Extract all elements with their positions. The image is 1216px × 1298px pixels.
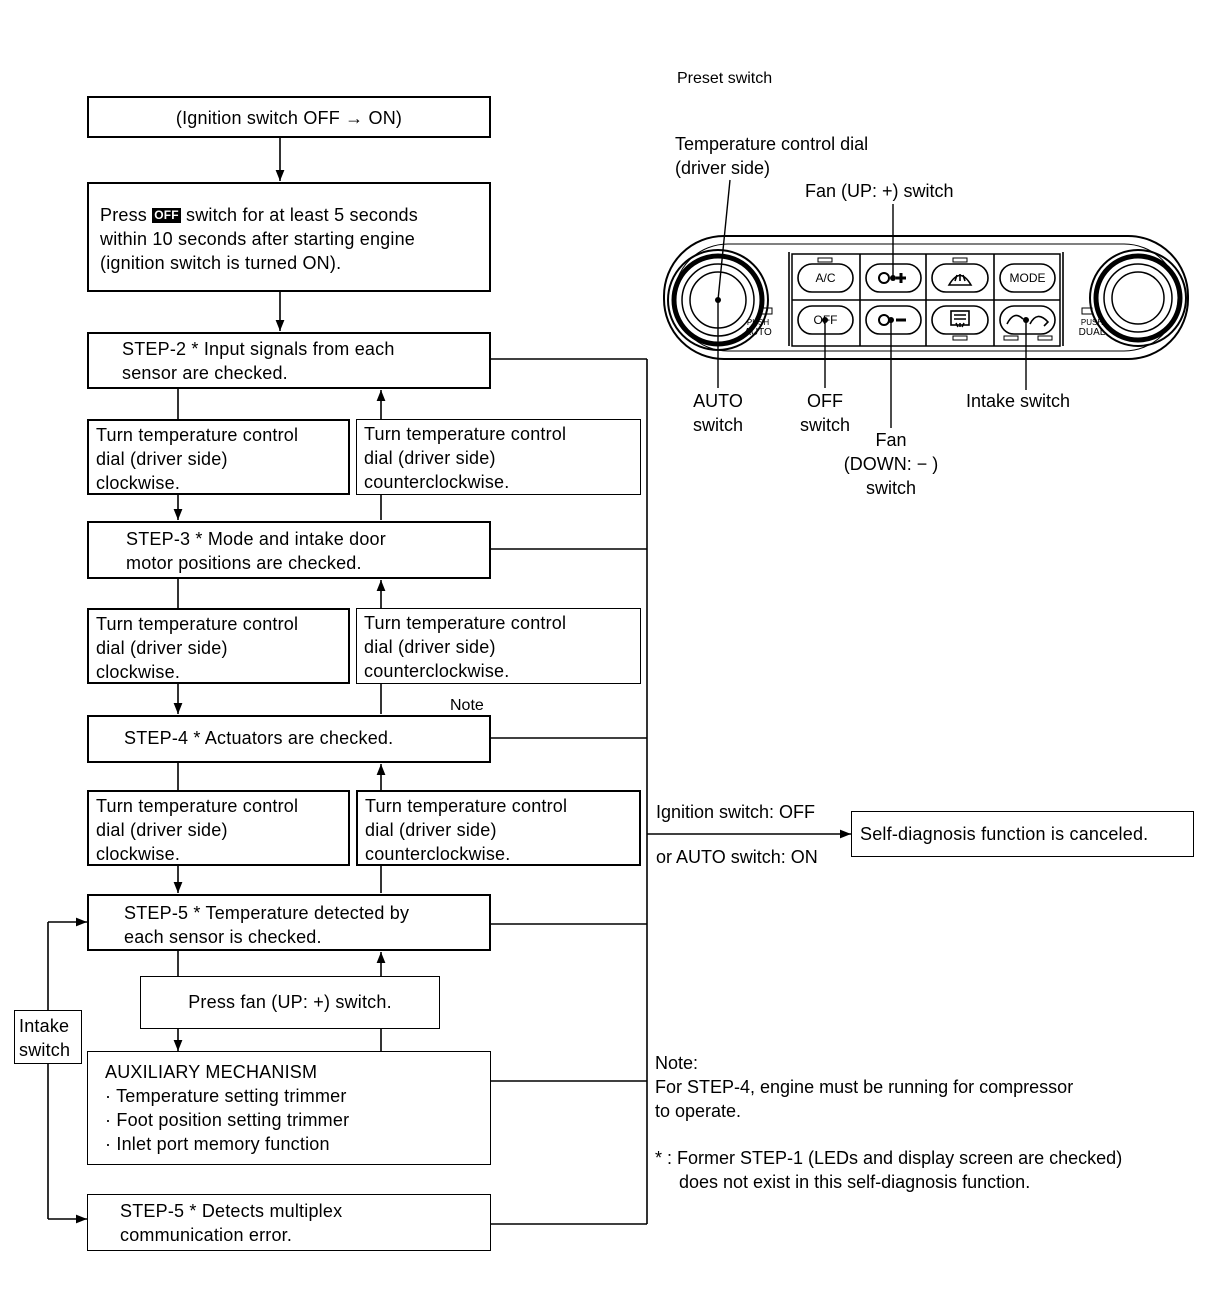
preset-switch-title: Preset switch — [677, 70, 773, 87]
push-auto-label: PUSH AUTO — [744, 318, 772, 338]
fan-down-label: Fan (DOWN: − ) switch — [843, 430, 939, 498]
ac-control-panel — [663, 235, 1189, 360]
turn-ccw-box-3: Turn temperature control dial (driver si… — [356, 790, 641, 866]
push-dual-label: PUSH DUAL — [1078, 318, 1106, 338]
rear-defrost-key — [931, 305, 989, 335]
turn-ccw-box-1: Turn temperature control dial (driver si… — [356, 419, 641, 495]
off-switch-label: OFF switch — [799, 391, 850, 435]
rear-defrost-icon — [950, 310, 970, 328]
intake-switch-label: Intake switch — [14, 1010, 82, 1064]
mode-key-label: MODE — [1009, 271, 1046, 285]
step5-box: STEP-5 * Temperature detected by each se… — [87, 894, 491, 951]
intake-key — [999, 305, 1056, 335]
start-box: (Ignition switch OFF → ON) — [87, 96, 491, 138]
ac-key — [797, 263, 854, 293]
intake-recirc-icon — [1006, 314, 1050, 327]
fan-down-key — [865, 305, 922, 335]
mode-key — [999, 263, 1056, 293]
step3-box: STEP-3 * Mode and intake door motor posi… — [87, 521, 491, 579]
footnote-line-1: * : Former STEP-1 (LEDs and display scre… — [655, 1148, 1123, 1168]
aux-mechanism-box: AUXILIARY MECHANISM · Temperature settin… — [87, 1051, 491, 1165]
auto-switch-label: AUTO switch — [692, 391, 743, 435]
self-diagnosis-canceled-box: Self-diagnosis function is canceled. — [851, 811, 1194, 857]
turn-cw-box-3: Turn temperature control dial (driver si… — [87, 790, 350, 866]
step5-multiplex-box: STEP-5 * Detects multiplex communication… — [87, 1194, 491, 1251]
footnote-line-2: does not exist in this self-diagnosis fu… — [679, 1172, 1031, 1192]
intake-switch-callout: Intake switch — [966, 391, 1071, 411]
cancel-condition-1: Ignition switch: OFF — [656, 802, 816, 822]
ac-key-label: A/C — [815, 271, 836, 285]
step4-box: STEP-4 * Actuators are checked. — [87, 715, 491, 763]
press-fan-box: Press fan (UP: +) switch. — [140, 976, 440, 1029]
fan-up-icon — [878, 272, 906, 284]
defrost-key — [931, 263, 989, 293]
temp-dial-label: Temperature control dial (driver side) — [675, 134, 869, 178]
turn-ccw-box-2: Turn temperature control dial (driver si… — [356, 608, 641, 684]
fan-up-label: Fan (UP: +) switch — [805, 181, 954, 201]
turn-cw-box-1: Turn temperature control dial (driver si… — [87, 419, 350, 495]
turn-cw-box-2: Turn temperature control dial (driver si… — [87, 608, 350, 684]
step2-box: STEP-2 * Input signals from each sensor … — [87, 332, 491, 389]
temperature-dial-passenger — [1089, 249, 1187, 347]
note-line-2: to operate. — [655, 1101, 742, 1121]
note-tag: Note — [450, 697, 484, 714]
off-switch-icon: OFF — [152, 208, 181, 223]
defrost-icon — [947, 274, 973, 286]
note-title: Note: — [655, 1053, 699, 1073]
note-line-1: For STEP-4, engine must be running for c… — [655, 1077, 1074, 1097]
off-key-label: OFF — [813, 313, 838, 327]
cancel-condition-2: or AUTO switch: ON — [656, 847, 818, 867]
press-off-box: Press OFF switch for at least 5 seconds … — [87, 182, 491, 292]
